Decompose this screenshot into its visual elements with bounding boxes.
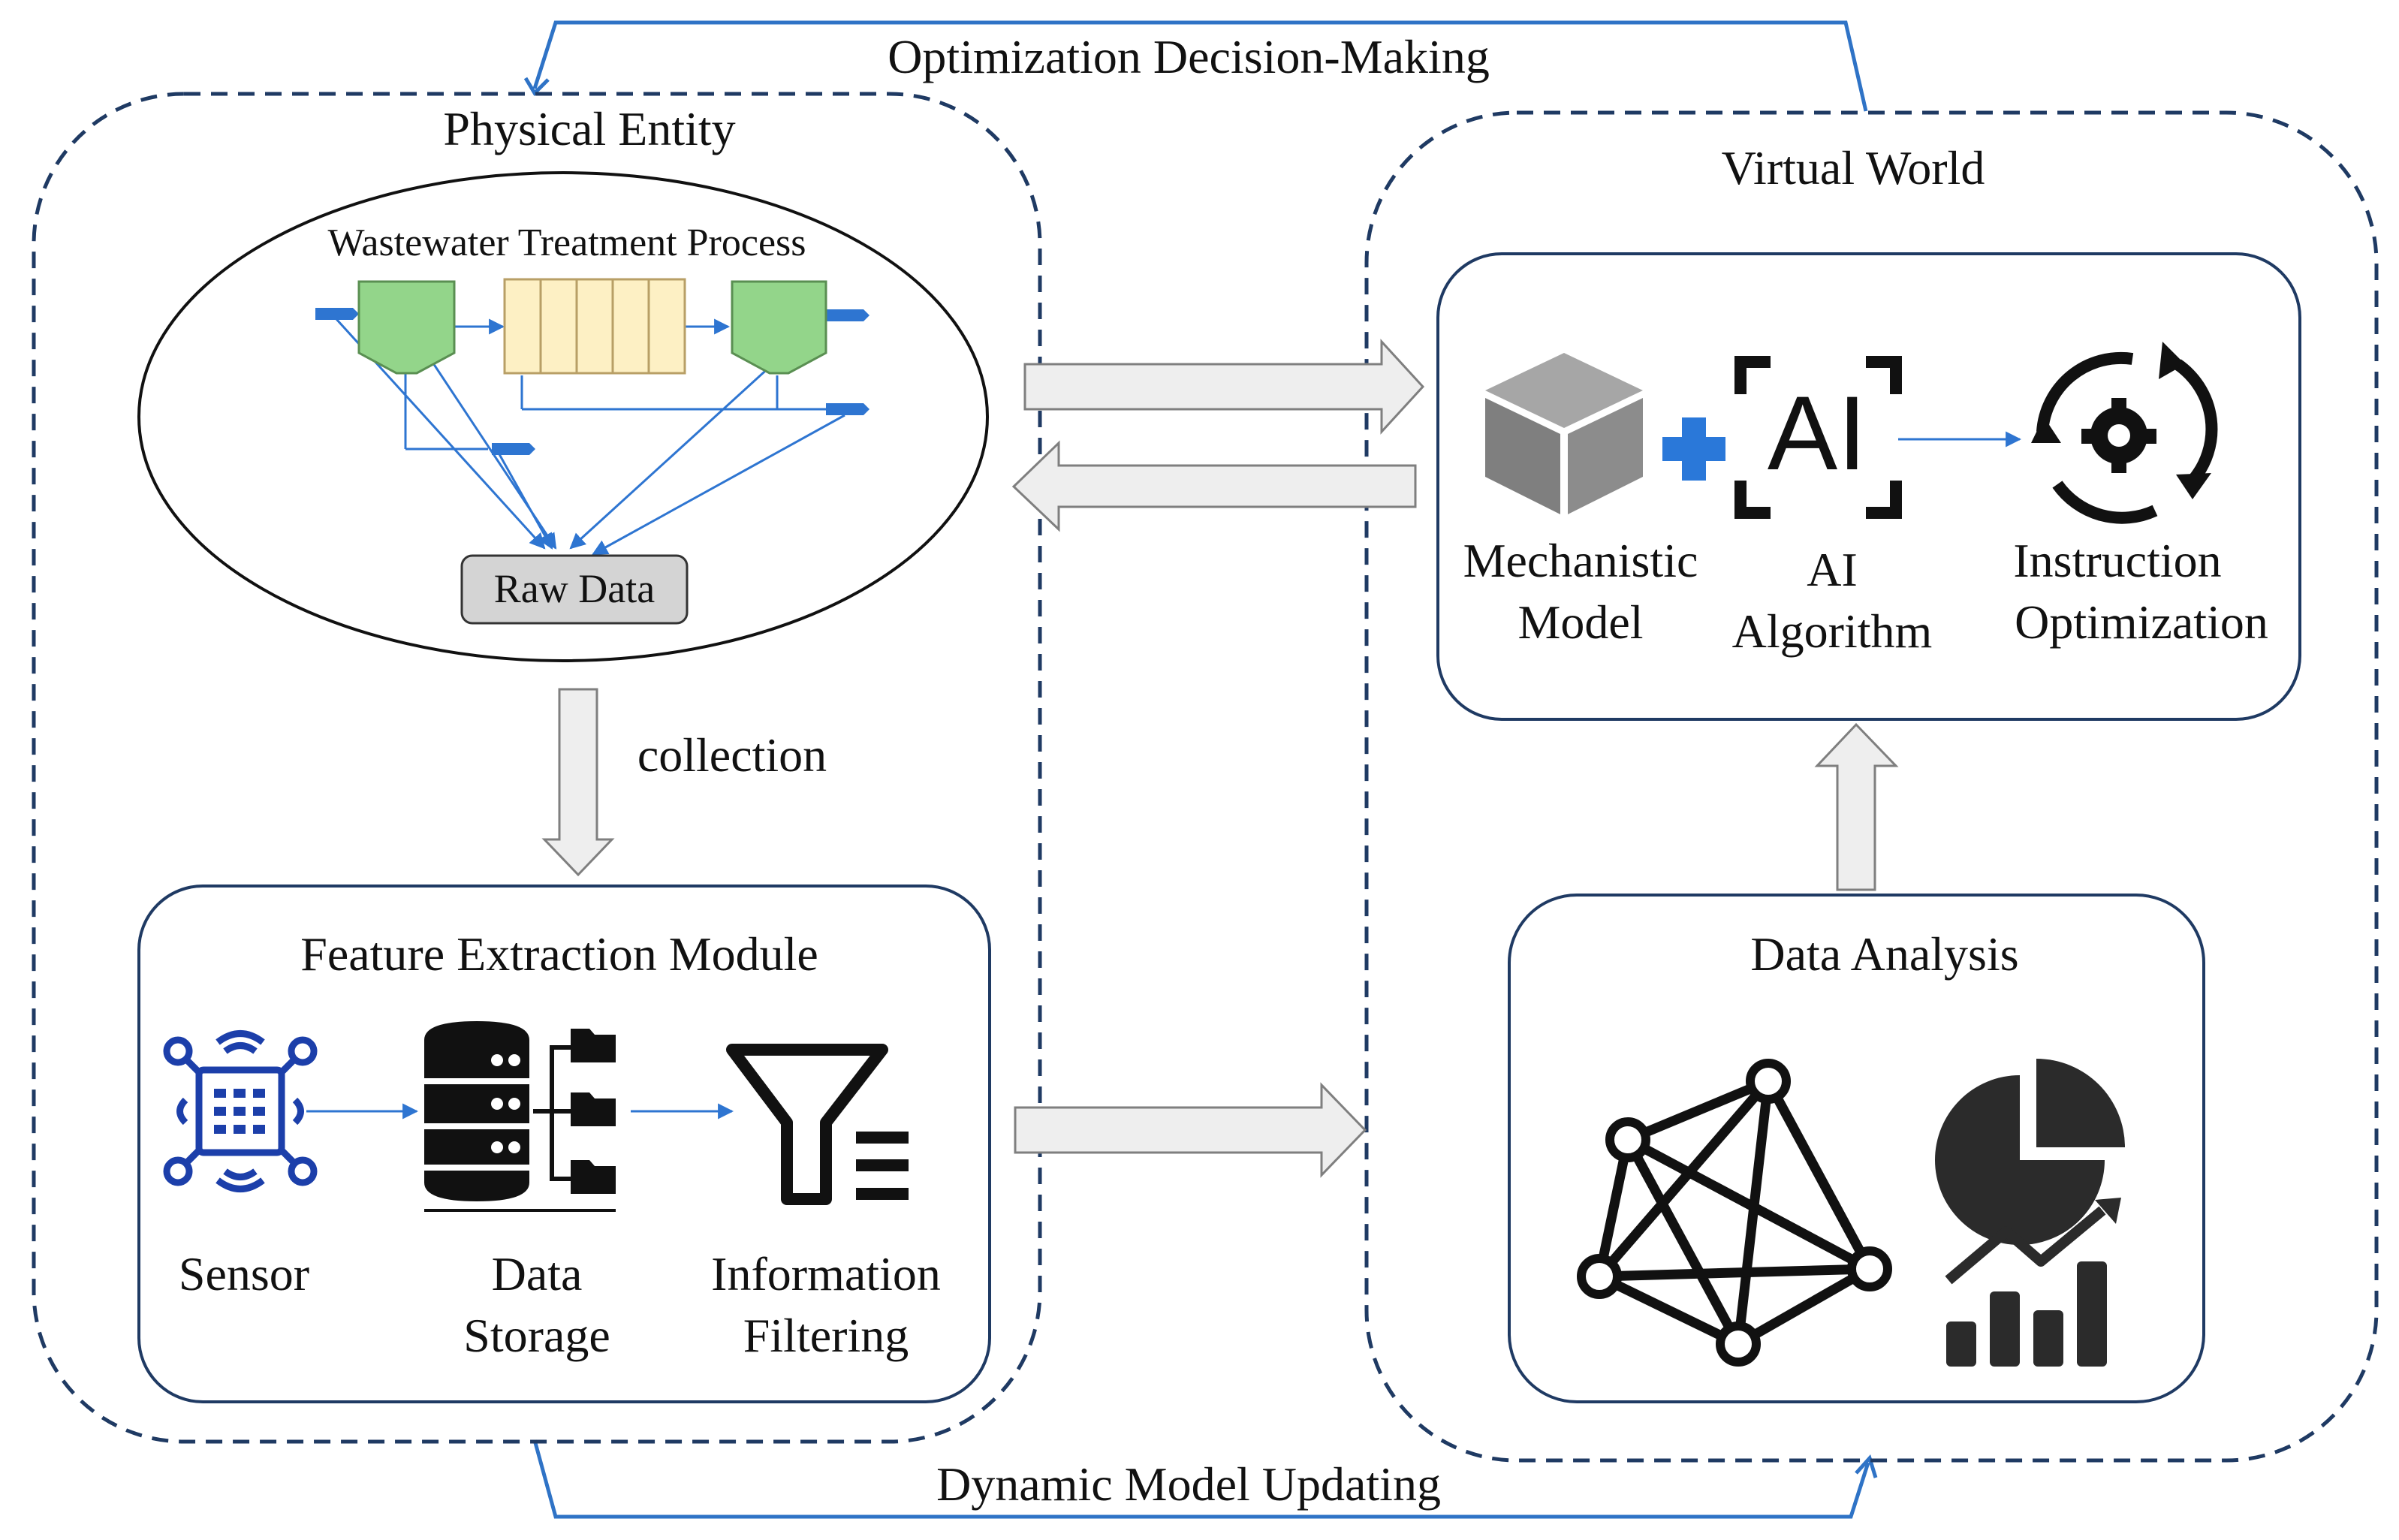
gear-cycle-icon [2031,342,2218,524]
process-schematic [315,278,869,556]
sensor-label: Sensor [179,1247,309,1300]
optimization-label: Optimization Decision-Making [888,30,1490,83]
data-storage-label-line2: Storage [463,1309,610,1362]
feature-extraction-module [137,885,991,1403]
mechanistic-label-line2: Model [1517,595,1643,649]
feature-module-title: Feature Extraction Module [300,927,818,981]
funnel-filter-icon [726,1044,909,1205]
info-filtering-label-line1: Information [711,1247,941,1300]
virtual-world-title: Virtual World [1722,141,1985,194]
collection-arrow [541,688,615,877]
optimization-loop-line [523,20,1868,112]
data-analysis-title: Data Analysis [1750,927,2018,981]
dynamic-update-label: Dynamic Model Updating [936,1457,1441,1511]
instruction-label-line1: Instruction [2013,534,2221,587]
physical-entity-title: Physical Entity [443,102,735,155]
sensor-chip-icon [163,1030,318,1192]
return-pipe-icon [826,403,869,415]
raw-data-box [460,554,689,625]
bioreactor-icon [503,278,686,375]
ai-algorithm-label-line2: Algorithm [1732,604,1933,658]
sludge-pipe-icon [492,443,535,455]
bar-trend-chart-icon [1945,1198,2121,1367]
data-storage-label-line1: Data [492,1247,583,1300]
plus-icon [1662,417,1725,481]
cube-icon [1485,353,1643,514]
virtual-to-physical-arrow [1011,440,1417,532]
secondary-tank-icon [731,280,827,375]
feature-to-analysis-arrow [1014,1082,1367,1178]
instruction-label-line2: Optimization [2015,595,2268,649]
wastewater-title: Wastewater Treatment Process [328,222,806,264]
physical-to-virtual-arrow [1023,339,1425,435]
database-folders-icon [424,1021,616,1212]
mechanistic-label-line1: Mechanistic [1463,534,1698,587]
raw-data-label: Raw Data [494,566,655,611]
virtual-world-region [1364,110,2379,1463]
collection-label: collection [637,728,827,782]
inlet-pipe-icon [315,308,359,320]
dynamic-update-loop-line [532,1439,1878,1519]
outlet-pipe-icon [826,309,869,321]
network-graph-icon [1577,1059,1892,1367]
physical-entity-region [32,92,1042,1444]
pie-chart-icon [1935,1059,2125,1245]
analysis-to-model-arrow [1814,722,1899,891]
ai-algorithm-label-line1: AI [1807,543,1858,596]
info-filtering-label-line2: Filtering [743,1309,909,1362]
ai-frame-icon: AI [1734,356,1902,519]
svg-text:AI: AI [1768,374,1867,492]
primary-tank-icon [357,280,456,375]
